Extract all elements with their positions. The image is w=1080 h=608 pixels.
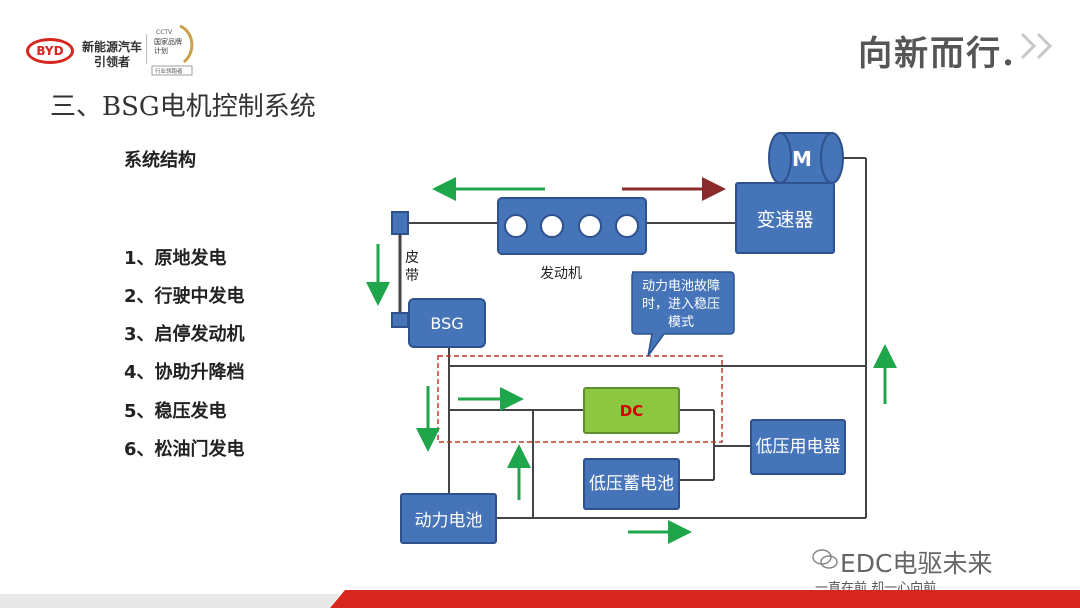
stabilize-region	[437, 355, 723, 443]
engine-cylinder	[504, 214, 528, 238]
chevron-right-icon	[1020, 32, 1053, 60]
lv-load-label: 低压用电器	[755, 437, 841, 457]
list-item: 1、原地发电	[124, 248, 227, 269]
slogan: 向新而行.	[858, 34, 1016, 74]
dc-converter-box: DC	[583, 387, 680, 434]
motor-cylinder: M	[768, 132, 844, 184]
badge-text-bottom: 行业领跑者	[155, 67, 183, 75]
dc-label: DC	[619, 401, 644, 420]
brand-line-1: 新能源汽车	[82, 40, 143, 54]
list-item: 3、启停发动机	[124, 324, 245, 345]
list-item: 6、松油门发电	[124, 439, 245, 460]
list-item: 4、协助升降档	[124, 362, 245, 383]
list-item: 5、稳压发电	[124, 401, 227, 422]
engine-block	[497, 197, 647, 255]
callout-text: 动力电池故障时，进入稳压模式	[641, 279, 720, 330]
byd-logo: BYD	[26, 38, 74, 64]
belt-label: 皮带	[405, 250, 419, 284]
bsg-label: BSG	[430, 313, 464, 333]
engine-cylinder	[540, 214, 564, 238]
gearbox-box: 变速器	[735, 182, 835, 254]
brand-line-2: 引领者	[94, 55, 131, 69]
lv-storage-label: 低压蓄电池	[589, 474, 674, 494]
motor-label: M	[792, 147, 812, 171]
bsg-box: BSG	[408, 298, 486, 348]
wechat-icon	[812, 549, 838, 569]
cctv-badge-icon: CCTV 国家品牌 计划 行业领跑者	[151, 24, 194, 76]
engine-label: 发动机	[540, 266, 582, 282]
lv-storage-battery-box: 低压蓄电池	[583, 458, 680, 510]
pulley-bottom	[391, 312, 409, 328]
list-item: 2、行驶中发电	[124, 286, 245, 307]
callout-bubble	[631, 271, 735, 357]
section-subtitle: 系统结构	[124, 150, 196, 171]
gearbox-label: 变速器	[756, 208, 814, 231]
pulley-top	[391, 211, 409, 235]
power-battery-box: 动力电池	[400, 493, 497, 544]
badge-text-top: CCTV	[156, 29, 173, 36]
lv-load-box: 低压用电器	[750, 419, 846, 475]
badge-text-mid2: 计划	[154, 46, 168, 55]
footer-bar	[0, 590, 1080, 608]
battery-label: 动力电池	[414, 511, 483, 531]
engine-cylinder	[615, 214, 639, 238]
header-divider	[146, 34, 147, 64]
badge-text-mid1: 国家品牌	[154, 37, 182, 46]
engine-cylinder	[578, 214, 602, 238]
page-title: 三、BSG电机控制系统	[50, 92, 316, 122]
wechat-account-name: EDC电驱未来	[840, 549, 993, 578]
